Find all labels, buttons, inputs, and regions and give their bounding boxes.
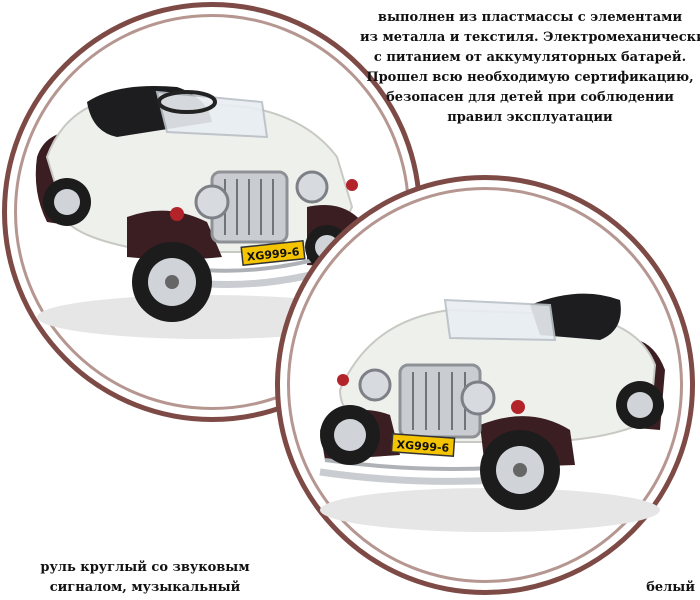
description-line: Прошел всю необходимую сертификацию,	[366, 70, 694, 85]
product-photo-medallion-2: XG999-6	[275, 175, 695, 595]
product-description: выполнен из пластмассы с элементами из м…	[360, 8, 700, 128]
toy-car-image-front-right: XG999-6	[319, 293, 665, 532]
steering-caption-line: руль круглый со звуковым	[40, 560, 250, 575]
description-line: с питанием от аккумуляторных батарей.	[373, 50, 687, 65]
description-line: правил эксплуатации	[447, 110, 613, 125]
medallion-inner-ring	[287, 187, 683, 583]
steering-caption: руль круглый со звуковым сигналом, музык…	[30, 558, 260, 598]
description-line: безопасен для детей при соблюдении	[386, 90, 674, 105]
description-line: выполнен из пластмассы с элементами	[377, 10, 683, 25]
color-caption: белый	[646, 580, 695, 595]
steering-caption-line: сигналом, музыкальный	[49, 580, 241, 595]
license-plate-text: XG999-6	[396, 438, 450, 455]
license-plate-text: XG999-6	[246, 245, 300, 263]
description-line: из металла и текстиля. Электромеханическ…	[360, 30, 700, 45]
